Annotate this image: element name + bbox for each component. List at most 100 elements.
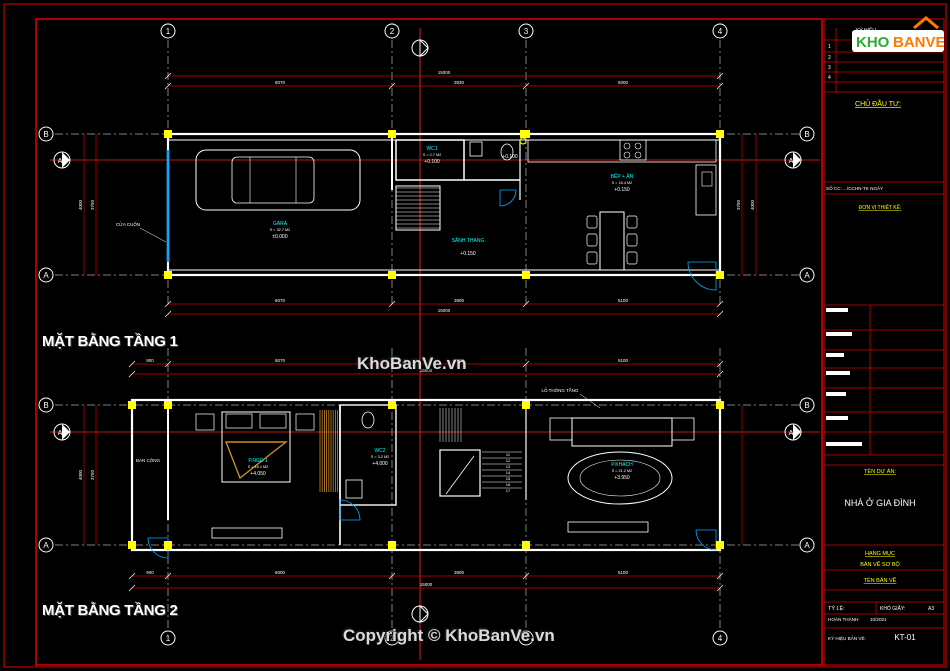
- section2-mark-bottom: [411, 604, 429, 624]
- revision-row-1: 1: [828, 44, 831, 50]
- dining-chair-left: [586, 251, 598, 265]
- logo-text-part2: BANVE: [893, 34, 944, 51]
- stair-step-number-6: 17: [506, 488, 511, 493]
- dining-table: [599, 211, 625, 271]
- watermark-bottom: Copyright © KhoBanVe.vn: [343, 626, 555, 645]
- grid2-bubble-bottom-3: [712, 630, 728, 646]
- room-wc2-area: S = 3.2 M2: [371, 455, 389, 459]
- grid-bubble-right-1-label: A: [804, 271, 810, 280]
- section-mark-right-label: A: [789, 158, 794, 165]
- dim2-bottom-overall-tick-1: [716, 584, 724, 592]
- dim-bottom-spans-text-2: 5100: [618, 298, 629, 303]
- grid2-bubble-bottom-2: [518, 630, 534, 646]
- section2-mark-right-label: A: [789, 430, 794, 437]
- grid-bubble-top-0: [160, 23, 176, 39]
- dim2-bottom-spans-tick-4: [716, 572, 724, 580]
- dim2-top-spans-text-0: 900: [146, 358, 154, 363]
- room-gara-area: S = 32.7 M2: [270, 228, 291, 232]
- balcony-door-swing: [147, 537, 169, 559]
- wc2-walls: [339, 404, 397, 506]
- tv-cabinet: [567, 521, 649, 533]
- dining-chair-right: [626, 215, 638, 229]
- dim-top-overall-tick-0: [164, 72, 172, 80]
- stair-step-number-1: 12: [506, 458, 511, 463]
- room-wc2-name: WC2: [374, 448, 385, 454]
- dim-top-overall-text-0: 15000: [438, 70, 451, 75]
- sheet-value: KT-01: [894, 633, 916, 642]
- dining-chair-left: [586, 215, 598, 229]
- plan-title-floor-2: MẶT BẰNG TẦNG 2: [42, 602, 178, 619]
- stove-burner-3: [634, 151, 642, 159]
- title-block-fill-bars: [826, 308, 862, 446]
- grid-bubble-right-1: [799, 267, 815, 283]
- grid-bubble-right-0-label: B: [804, 130, 809, 139]
- dim2-bottom-spans-text-0: 900: [146, 570, 154, 575]
- category-value: BẢN VẼ SƠ BỘ: [860, 561, 900, 568]
- dim-bottom-spans-tick-3: [716, 300, 724, 308]
- section-mark-left-arrow: [62, 152, 70, 168]
- toilet: [500, 143, 514, 161]
- license-line: SỐ CC: .../CCHN-TK NGÀY: [826, 185, 883, 191]
- grid2-bubble-right-0-label: B: [804, 401, 809, 410]
- room-bedroom-1-area: S = 16.1 M2: [248, 465, 269, 469]
- plan-title-floor-1: MẶT BẰNG TẦNG 1: [42, 333, 178, 350]
- column2-balcony-top: [128, 401, 136, 409]
- dim-bottom-spans-tick-1: [388, 300, 396, 308]
- dim-top-overall-tick-1: [716, 72, 724, 80]
- dining-chair-right: [626, 233, 638, 247]
- label-level-wc: +0.100: [502, 154, 518, 160]
- column2-2: [522, 401, 530, 409]
- grid2-bubble-bottom-2-label: 3: [524, 634, 529, 643]
- section2-mark-left-label: A: [58, 430, 63, 437]
- dim-top-spans-text-1: 3930: [454, 80, 465, 85]
- fridge-counter: [695, 164, 717, 216]
- dim-top-spans-tick-1: [388, 82, 396, 90]
- grid2-bubble-bottom-1: [384, 630, 400, 646]
- grid2-bubble-right-1-label: A: [804, 541, 810, 550]
- label-rolling-door: CỬA CUỐN: [116, 221, 140, 227]
- dim2-top-overall-tick-0: [128, 370, 136, 378]
- column-2: [522, 130, 530, 138]
- label-stair-void: LỖ THÔNG TẦNG: [541, 387, 579, 393]
- dim-bottom-spans-text-1: 3900: [454, 298, 465, 303]
- grid2-bubble-left-1-label: A: [43, 541, 49, 550]
- dim-bottom-spans-tick-0: [164, 300, 172, 308]
- dim-right-text-3: 4000: [750, 199, 755, 210]
- dim-top-spans-tick-3: [716, 82, 724, 90]
- section2-mark-left-arrow: [62, 424, 70, 440]
- room-gara-level: ±0.000: [272, 234, 287, 240]
- void-diagonal: [445, 455, 475, 495]
- column-0: [164, 271, 172, 279]
- armchair-2: [671, 417, 695, 441]
- room-living-name: P.KHÁCH: [611, 461, 633, 468]
- dim2-top-spans-text-1: 5070: [275, 358, 286, 363]
- dim-bottom-overall-tick-1: [716, 310, 724, 318]
- column-3: [716, 130, 724, 138]
- dim2-top-spans-tick-2: [388, 360, 396, 368]
- grid2-bubble-left-0: [38, 397, 54, 413]
- sink: [701, 171, 713, 187]
- title-block-lines: [824, 28, 944, 629]
- sheet-label: KÝ HIỆU BẢN VẼ:: [828, 634, 866, 641]
- stair-outline: [395, 185, 441, 231]
- living-door-swing: [695, 529, 717, 551]
- column2-3: [716, 541, 724, 549]
- project-name: NHÀ Ở GIA ĐÌNH: [844, 497, 915, 508]
- dim2-top-spans-text-2: 3500: [454, 358, 465, 363]
- house-roof-icon: [913, 16, 939, 30]
- date-value: 10/2021: [870, 617, 887, 622]
- kitchen-counter: [527, 139, 717, 163]
- room-bedroom-1-level: +4.050: [250, 471, 266, 477]
- dim2-bottom-spans-text-1: 6000: [275, 570, 286, 575]
- back-door-swing: [687, 261, 717, 291]
- grid-bubble-top-3-label: 4: [718, 27, 723, 36]
- grid2-bubble-bottom-1-label: 2: [390, 634, 395, 643]
- drawing-frame: [35, 18, 823, 666]
- watermark-top: KhoBanVe.vn: [357, 354, 467, 373]
- room-stair-hall-level: +0.150: [460, 251, 476, 257]
- dim2-left-text-0: 3750: [90, 469, 95, 480]
- toilet-2: [361, 411, 375, 429]
- column2-1: [388, 401, 396, 409]
- paper-value: A3: [928, 606, 934, 612]
